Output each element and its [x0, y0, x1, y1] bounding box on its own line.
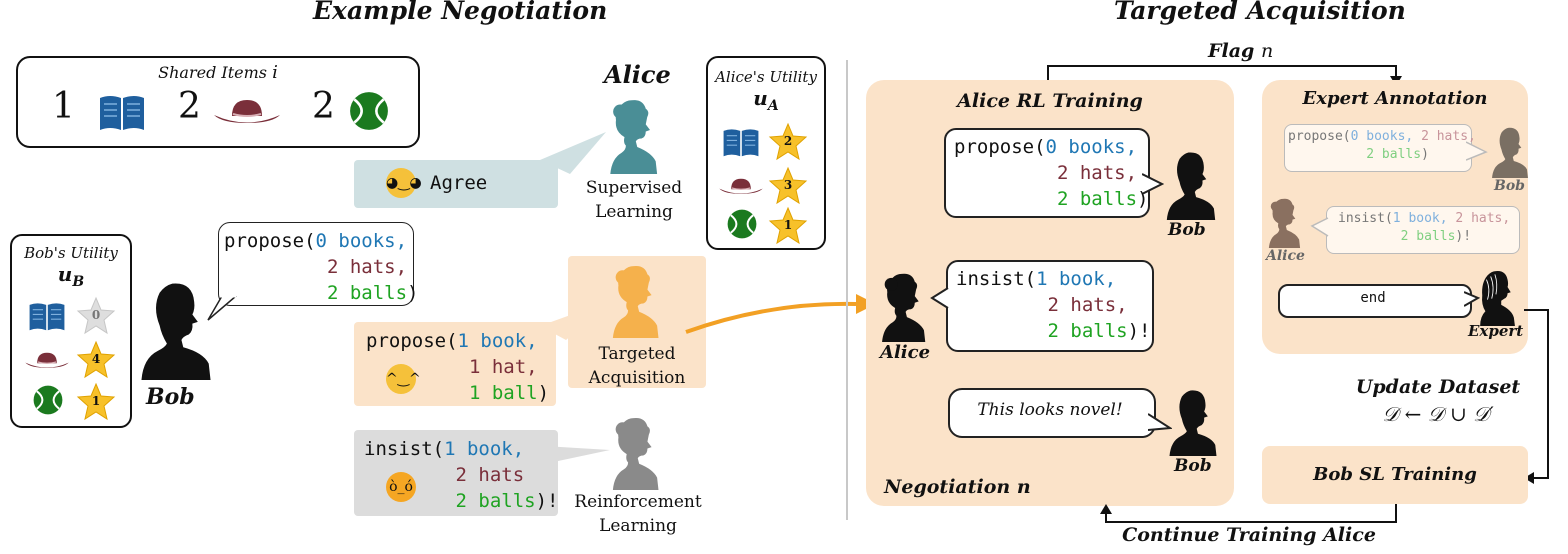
expert-bob-name: Bob — [1494, 178, 1525, 194]
negotiation-label: Negotiation n — [884, 476, 1031, 498]
bubble-tail — [540, 300, 612, 340]
continue-training-arrow — [1100, 504, 1397, 523]
bubble-tail — [1310, 217, 1330, 237]
section-divider — [846, 60, 848, 520]
rl-alice-name: Alice — [880, 342, 931, 363]
insist-reply-bubble — [354, 430, 558, 516]
shared-count-books: 1 — [52, 86, 75, 127]
end-text: end — [1360, 290, 1386, 306]
book-icon — [28, 300, 66, 332]
propose-reply-bubble — [354, 322, 556, 406]
rl-insist-bubble — [946, 260, 1154, 352]
expert-propose-code: propose(0 books, 2 hats, 2 balls) — [1288, 129, 1476, 162]
bob-proposal-code: propose(0 books, 2 hats, 2 balls) — [224, 230, 419, 304]
bob-utility-value-balls: 1 — [91, 394, 101, 408]
supervised-learning-label: Supervised Learning — [585, 178, 683, 222]
hat-icon — [24, 350, 70, 370]
bob-utility-var: uB — [57, 262, 85, 290]
bob-utility-label: Bob's Utility — [24, 244, 118, 262]
expert-insist-bubble — [1326, 206, 1520, 254]
pleading-face-icon: ◕‿◕ — [386, 168, 422, 198]
update-dataset-label: Update Dataset — [1355, 376, 1521, 398]
shared-items-label: Shared Items i — [158, 62, 278, 83]
bob-silhouette-icon — [1166, 388, 1220, 456]
ball-icon — [32, 384, 64, 416]
rl-propose-bubble — [944, 128, 1150, 218]
alice-silhouette-icon — [874, 270, 932, 342]
alice-utility-label: Alice's Utility — [715, 68, 817, 86]
shared-items-box: Shared Items i 1 2 2 — [16, 56, 420, 148]
insist-reply-code: insist(1 book, 2 hats 2 balls)! — [364, 438, 559, 512]
bob-utility-value-hats: 4 — [91, 352, 101, 366]
expert-insist-code: insist(1 book, 2 hats, 2 balls)! — [1338, 211, 1511, 244]
bubble-tail — [1148, 413, 1172, 431]
bubble-tail — [930, 287, 950, 309]
bubble-tail — [1464, 291, 1480, 307]
shared-count-balls: 2 — [312, 86, 335, 127]
continue-training-label: Continue Training Alice — [1122, 524, 1376, 546]
novel-bob-name: Bob — [1174, 456, 1212, 476]
novel-bubble — [948, 388, 1156, 438]
alice-utility-value-balls: 1 — [783, 218, 793, 232]
alice-utility-value-hats: 3 — [783, 178, 793, 192]
bubble-tail — [207, 296, 237, 321]
ball-icon — [348, 90, 390, 132]
reinforcement-learning-label: Reinforcement Learning — [574, 492, 702, 536]
bubble-tail — [1142, 173, 1164, 195]
bob-silhouette-icon — [136, 280, 216, 380]
alice-utility-value-books: 2 — [783, 134, 793, 148]
alice-utility-box: Alice's Utility uA 2 3 1 — [706, 56, 826, 250]
book-icon — [722, 126, 760, 158]
dataset-update-arrow — [1524, 309, 1549, 484]
alice-name-label: Alice — [604, 60, 671, 89]
bob-utility-value-books: 0 — [91, 308, 101, 322]
bob-sl-training-title: Bob SL Training — [1313, 464, 1477, 485]
alice-rl-training-title: Alice RL Training — [957, 90, 1143, 112]
bob-utility-box: Bob's Utility uB 0 4 1 — [10, 234, 132, 428]
bubble-tail — [544, 446, 610, 464]
propose-reply-code: propose(1 book, 1 hat, 1 ball) — [366, 330, 550, 404]
left-section-title: Example Negotiation — [313, 0, 608, 25]
angry-face-icon: ò_ó — [386, 472, 416, 502]
agree-text: Agree — [430, 172, 488, 194]
ball-icon — [726, 208, 758, 240]
hat-icon — [718, 176, 764, 196]
rl-propose-code: propose(0 books, 2 hats, 2 balls) — [954, 136, 1149, 210]
alice-faded-silhouette-icon — [1264, 196, 1304, 248]
right-section-title: Targeted Acquisition — [1114, 0, 1406, 25]
rl-bob-name: Bob — [1168, 220, 1206, 240]
end-bubble — [1278, 284, 1472, 318]
hat-icon — [212, 96, 282, 126]
shared-count-hats: 2 — [178, 86, 201, 127]
bob-proposal-bubble — [218, 222, 414, 306]
expert-annotation-title: Expert Annotation — [1302, 88, 1488, 109]
flag-label: Flag n — [1204, 40, 1278, 62]
book-icon — [98, 92, 146, 132]
bubble-tail — [1466, 141, 1488, 161]
bob-name-label: Bob — [146, 384, 195, 410]
novel-text: This looks novel! — [977, 400, 1123, 420]
expert-name: Expert — [1468, 322, 1524, 340]
rl-insist-code: insist(1 book, 2 hats, 2 balls)! — [956, 268, 1151, 342]
expert-propose-bubble — [1284, 124, 1472, 172]
alice-utility-var: uA — [753, 86, 779, 114]
bob-faded-silhouette-icon — [1490, 126, 1530, 178]
orange-transfer-arrow — [685, 294, 876, 334]
bob-silhouette-icon — [1164, 150, 1218, 220]
alice-rl-silhouette-icon — [600, 414, 670, 490]
expert-alice-name: Alice — [1266, 248, 1305, 264]
bubble-tail — [540, 132, 606, 174]
targeted-acquisition-label: Targeted Acquisition — [588, 344, 686, 388]
bob-sl-training-panel — [1262, 446, 1528, 504]
update-dataset-formula: 𝒟 ← 𝒟 ∪ 𝒟′ — [1382, 402, 1494, 426]
expert-silhouette-icon — [1474, 268, 1520, 326]
hugging-face-icon: ^‿^ — [386, 364, 421, 394]
